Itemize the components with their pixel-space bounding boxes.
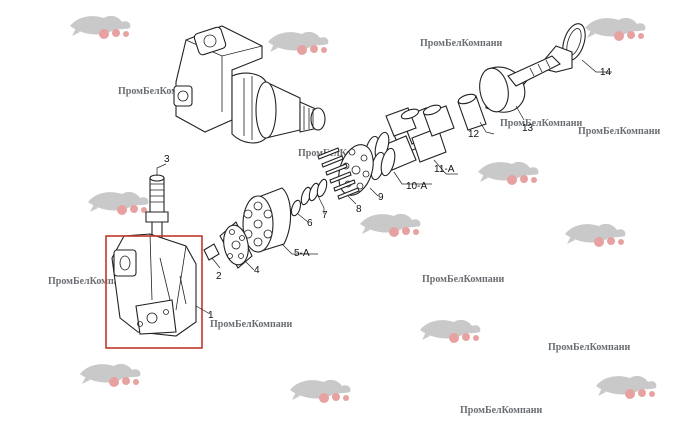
label-14: 14 bbox=[600, 67, 612, 78]
watermark-text: ПромБелКомпани bbox=[210, 319, 293, 330]
watermark-text: ПромБелКомпани bbox=[118, 86, 201, 97]
watermark-text: ПромБелКомпани bbox=[298, 148, 381, 159]
part-labels: 3 1 2 4 5-A 6 7 8 9 10-A 11-A 12 13 14 bbox=[164, 67, 612, 321]
watermark-logo bbox=[80, 363, 141, 387]
watermark-logo bbox=[70, 15, 131, 39]
watermark-text: ПромБелКомпани bbox=[460, 405, 543, 416]
part-10a-rings bbox=[364, 131, 396, 181]
label-5a: 5-A bbox=[294, 248, 310, 259]
watermark-text: ПромБелКомпани bbox=[422, 274, 505, 285]
watermark-logo bbox=[585, 17, 646, 41]
part-12-pin bbox=[457, 93, 487, 131]
part-7-washers bbox=[300, 178, 328, 206]
part-1-housing bbox=[111, 233, 197, 337]
watermark-logo bbox=[290, 379, 351, 403]
label-6: 6 bbox=[307, 218, 313, 229]
part-3-bolt bbox=[145, 174, 169, 239]
label-2: 2 bbox=[216, 271, 222, 282]
part-11a-pistons bbox=[381, 104, 455, 171]
watermark-logo bbox=[268, 31, 329, 55]
label-1: 1 bbox=[208, 310, 214, 321]
watermark-texts: ПромБелКомпани ПромБелКомпани ПромБелКом… bbox=[48, 38, 661, 416]
label-9: 9 bbox=[378, 192, 384, 203]
part-5a-cylinder-block bbox=[242, 187, 292, 253]
part-2-pin bbox=[203, 243, 220, 261]
label-10a: 10-A bbox=[406, 181, 427, 192]
label-12: 12 bbox=[468, 129, 480, 140]
watermark-logo bbox=[596, 375, 657, 399]
highlight-box bbox=[105, 235, 203, 349]
label-3: 3 bbox=[164, 154, 170, 165]
watermark-text: ПромБелКомпани bbox=[578, 126, 661, 137]
watermark-logo bbox=[420, 319, 481, 343]
watermark-logo bbox=[360, 213, 421, 237]
assembled-housing bbox=[173, 25, 326, 144]
label-4: 4 bbox=[254, 265, 260, 276]
watermark-logo bbox=[478, 161, 539, 185]
label-7: 7 bbox=[322, 210, 328, 221]
part-6-ring bbox=[290, 199, 302, 217]
watermark-text: ПромБелКомпани bbox=[48, 276, 131, 287]
label-11a: 11-A bbox=[434, 164, 455, 175]
watermark-text: ПромБелКомпани bbox=[420, 38, 503, 49]
leader-lines bbox=[156, 59, 612, 315]
label-13: 13 bbox=[522, 123, 534, 134]
watermark-logo bbox=[88, 191, 149, 215]
part-8-bolts bbox=[317, 147, 360, 200]
watermark-logo bbox=[565, 223, 626, 247]
part-13-shaft bbox=[479, 45, 573, 113]
watermark-text: ПромБелКомпани bbox=[500, 118, 583, 129]
label-8: 8 bbox=[356, 204, 362, 215]
watermark-text: ПромБелКомпани bbox=[548, 342, 631, 353]
part-4-plate bbox=[219, 221, 253, 269]
